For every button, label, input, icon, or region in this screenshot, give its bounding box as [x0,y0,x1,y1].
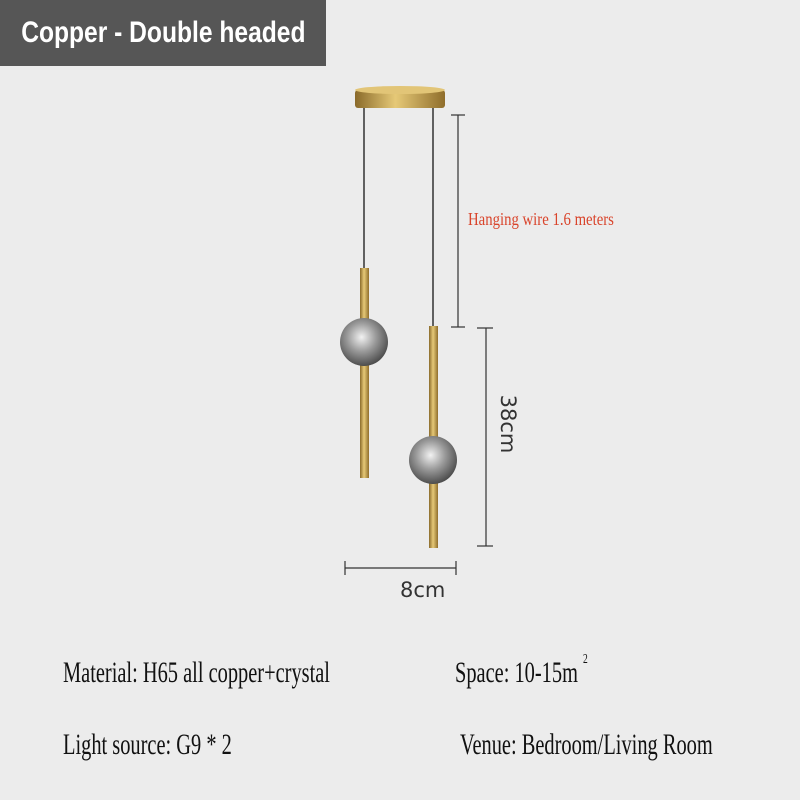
spec-material: Material: H65 all copper+crystal [63,656,330,689]
spec-venue: Venue: Bedroom/Living Room [460,728,713,761]
pendant-right [409,108,457,548]
variant-badge: Copper - Double headed [0,0,326,66]
width-label: 8cm [400,578,446,602]
spec-light-source: Light source: G9 * 2 [63,728,232,761]
canopy [355,86,445,108]
pendant-left [340,108,388,478]
height-label: 38cm [496,394,520,454]
wire-length-label: Hanging wire 1.6 meters [468,209,614,229]
spec-space-sup: 2 [583,652,588,667]
spec-space: Space: 10-15m 2 [455,652,588,690]
variant-title: Copper - Double headed [20,16,306,49]
dimension-lines [344,114,493,575]
spec-space-text: Space: 10-15m [455,656,578,689]
